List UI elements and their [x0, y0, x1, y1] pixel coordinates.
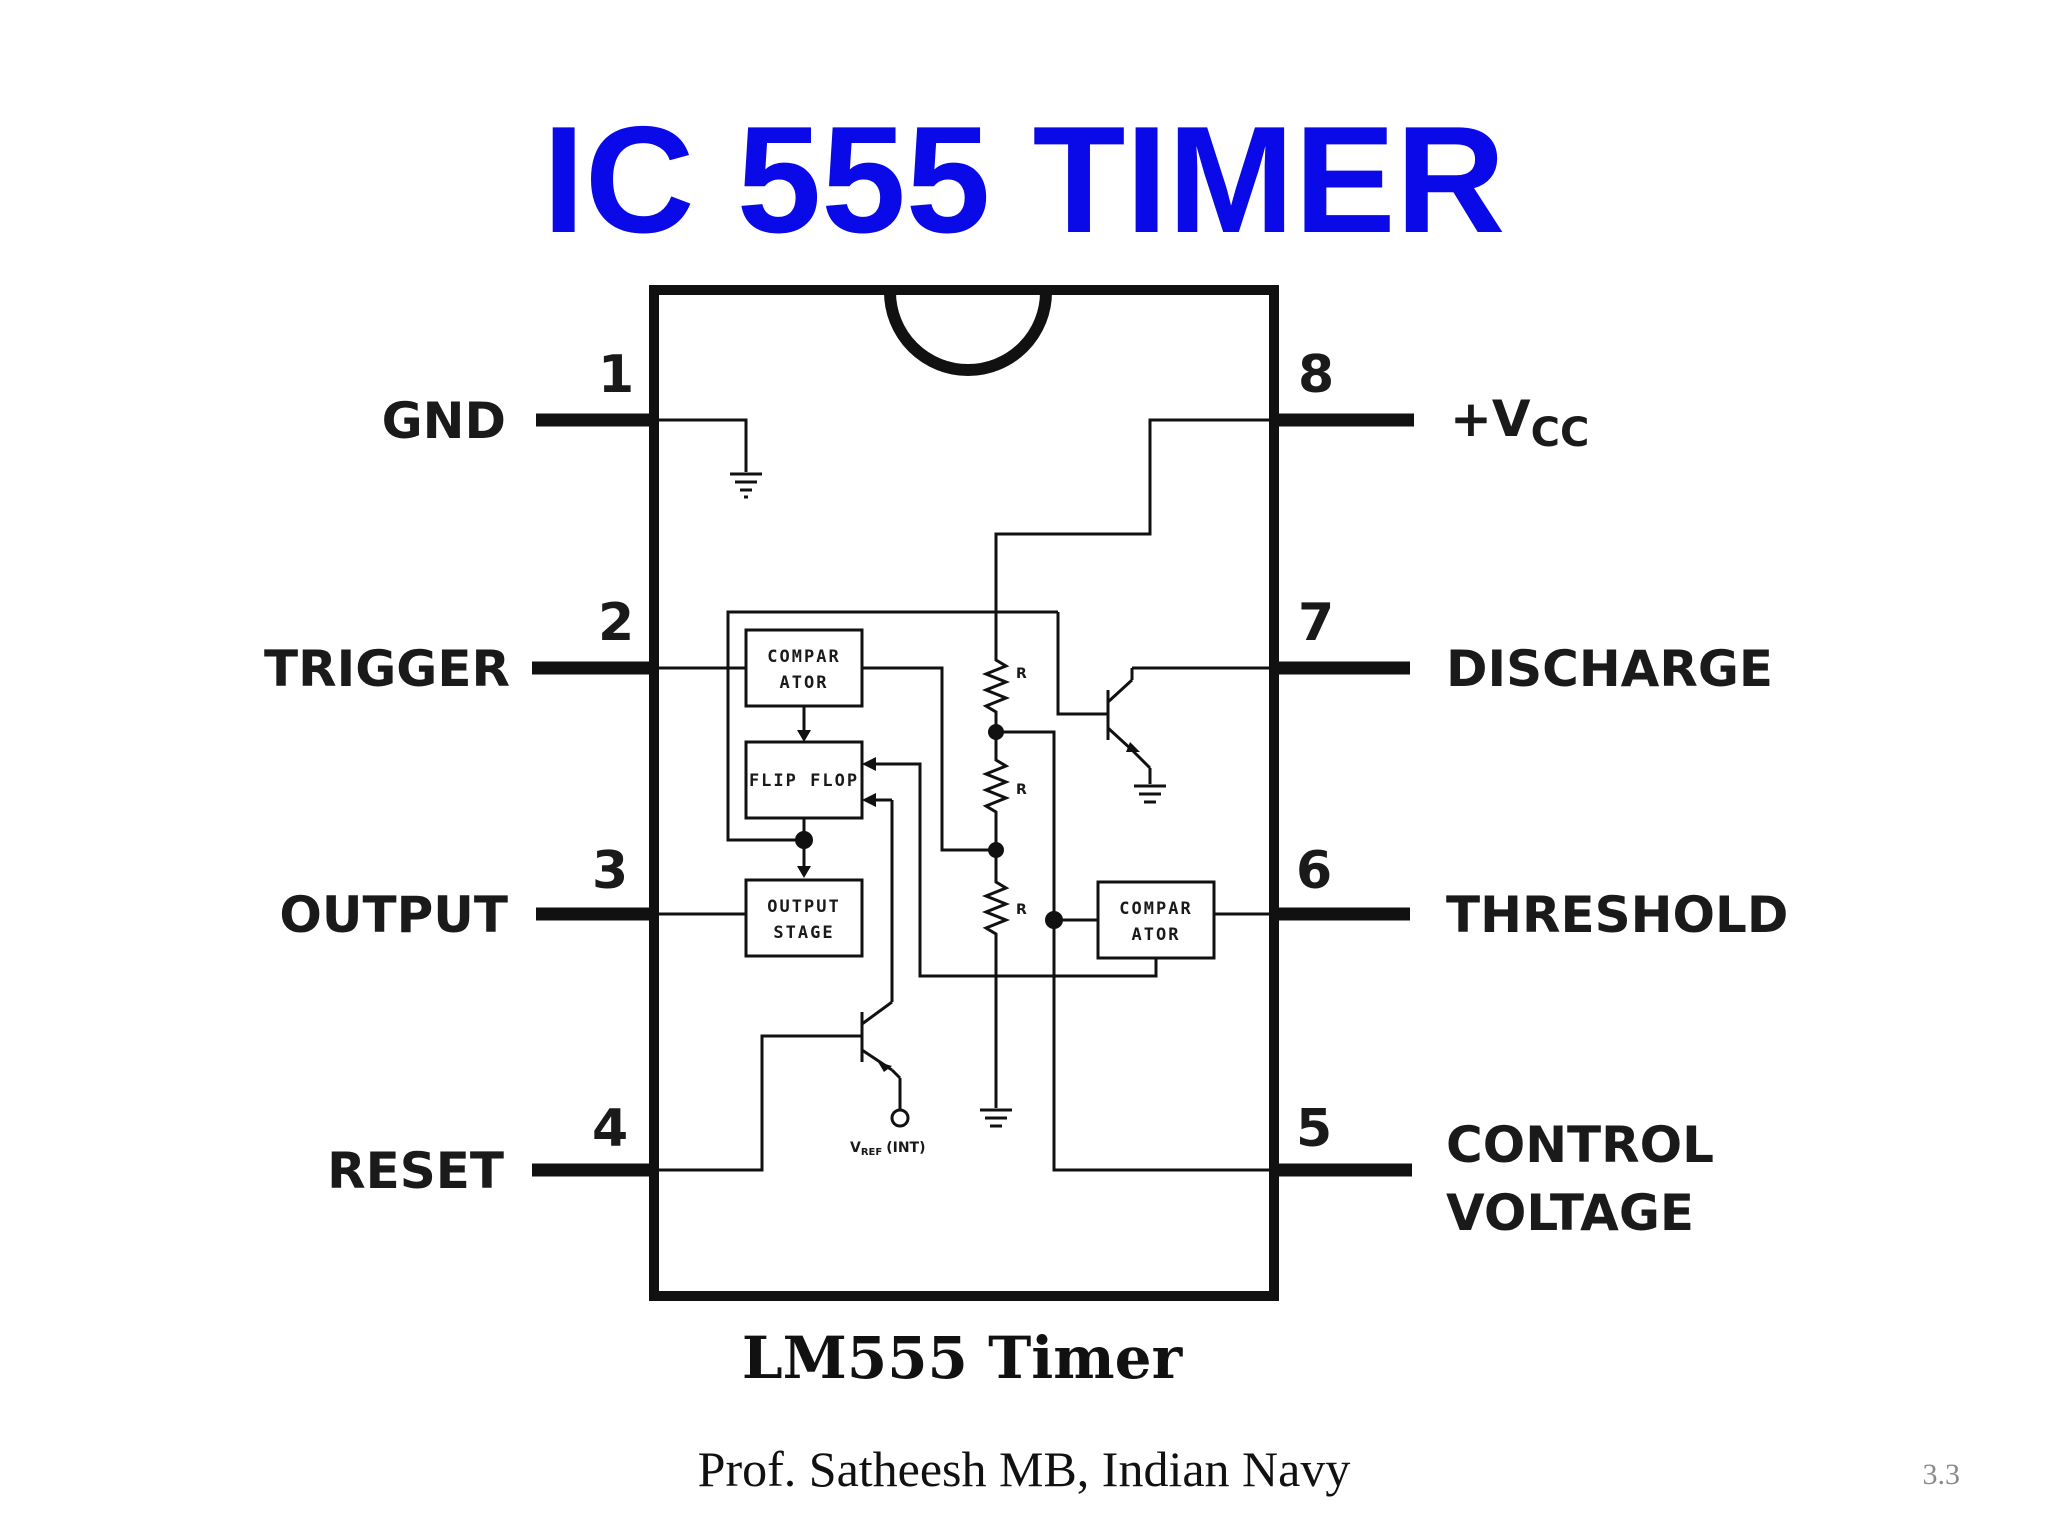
resistor-2 [981, 732, 1011, 850]
resistor-2-label: R [1016, 782, 1027, 798]
pin-8-number: 8 [1298, 345, 1334, 405]
vcc-wire [994, 418, 1274, 650]
arrow-head-3 [862, 757, 876, 771]
vref-label-tail: (INT) [886, 1140, 925, 1156]
flipflop-junction-dot [795, 831, 813, 849]
comparator-bottom-block [1096, 880, 1216, 960]
arrow-head-4 [862, 793, 876, 807]
reset-transistor-arrow [878, 1062, 892, 1072]
comparator-top-line1: COMPAR [767, 647, 840, 667]
ic-notch [884, 291, 1052, 376]
pin-3-label: OUTPUT [279, 886, 508, 944]
ground-symbol-divider [980, 1108, 1012, 1128]
resistor-1-label: R [1016, 666, 1027, 682]
discharge-transistor-arrow [1126, 742, 1140, 752]
pin-7-label: DISCHARGE [1446, 640, 1773, 698]
reset-wire [654, 1034, 862, 1172]
flip-flop-label: FLIP FLOP [749, 771, 859, 791]
pin-4-number: 4 [592, 1099, 628, 1159]
slide-title: IC 555 TIMER [542, 95, 1506, 265]
vref-label: VREF (INT) [850, 1140, 926, 1158]
discharge-transistor [1106, 666, 1274, 784]
pin-6-number: 6 [1296, 841, 1332, 901]
comparator-bottom-line2: ATOR [1132, 925, 1181, 945]
vref-terminal [890, 1108, 910, 1128]
comparator-top-block [744, 628, 864, 708]
pin-4-label: RESET [327, 1142, 504, 1200]
pin-2-number: 2 [598, 593, 634, 653]
vref-label-sub: REF [861, 1147, 882, 1158]
resistor-3-label: R [1016, 902, 1027, 918]
ground-symbol-gnd [730, 472, 762, 499]
ground-symbol-discharge [1134, 784, 1166, 804]
pin-5-label-line2: VOLTAGE [1446, 1184, 1694, 1242]
comparator-top-out-wire [862, 666, 996, 852]
pin-8-label-sub: CC [1531, 410, 1590, 456]
pin-2-label: TRIGGER [264, 640, 510, 698]
divider-to-comparator-wire [996, 730, 1274, 1172]
resistor-1 [981, 650, 1011, 732]
pin-5-label-line1: CONTROL [1446, 1116, 1714, 1174]
gnd-wire [654, 418, 748, 472]
vref-label-main: V [850, 1140, 861, 1156]
pin-7-number: 7 [1298, 593, 1334, 653]
slide-number: 3.3 [1922, 1458, 1961, 1491]
comparator-bottom-out-wire [876, 762, 1158, 978]
pin-1-label: GND [382, 392, 506, 450]
ic-package-outline [649, 285, 1279, 1301]
pin-8-label-main: +V [1450, 390, 1531, 448]
output-stage-line2: STAGE [773, 923, 834, 943]
comparator-bottom-line1: COMPAR [1119, 899, 1192, 919]
slide-footer: Prof. Satheesh MB, Indian Navy [697, 1441, 1351, 1497]
resistor-3 [981, 850, 1011, 1108]
arrow-head-2 [797, 866, 811, 878]
arrow-head-1 [797, 730, 811, 742]
flip-flop-block [744, 740, 864, 820]
pin-6-label: THRESHOLD [1446, 886, 1788, 944]
pin-1-number: 1 [598, 345, 634, 405]
output-stage-line1: OUTPUT [767, 897, 840, 917]
diagram-caption: LM555 Timer [742, 1324, 1184, 1392]
output-stage-block [744, 878, 864, 958]
pin-5-number: 5 [1296, 1099, 1332, 1159]
feedback-loop-wire [726, 610, 1058, 842]
pin-3-number: 3 [592, 841, 628, 901]
comparator-top-line2: ATOR [780, 673, 829, 693]
feedback-to-transistor [1056, 612, 1108, 716]
pin-8-label: +VCC [1450, 390, 1589, 456]
